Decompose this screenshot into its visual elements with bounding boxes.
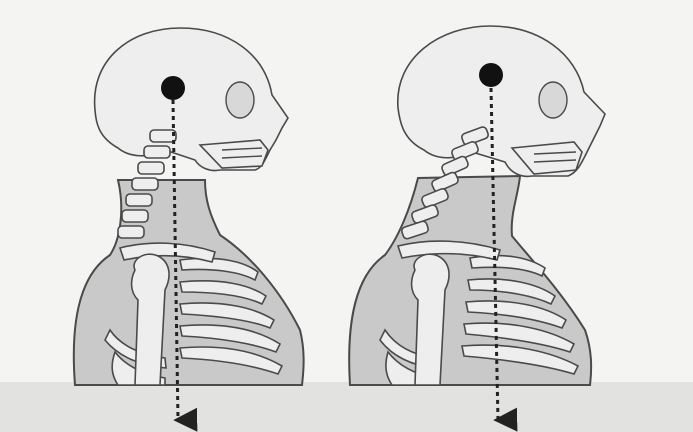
- orbit: [226, 82, 254, 118]
- figure-forward-head-posture: [349, 26, 605, 420]
- orbit: [539, 82, 567, 118]
- ear-point-marker: [161, 76, 185, 100]
- ear-point-marker: [479, 63, 503, 87]
- floor-band: [0, 382, 693, 432]
- figure-neutral-posture: [74, 28, 304, 420]
